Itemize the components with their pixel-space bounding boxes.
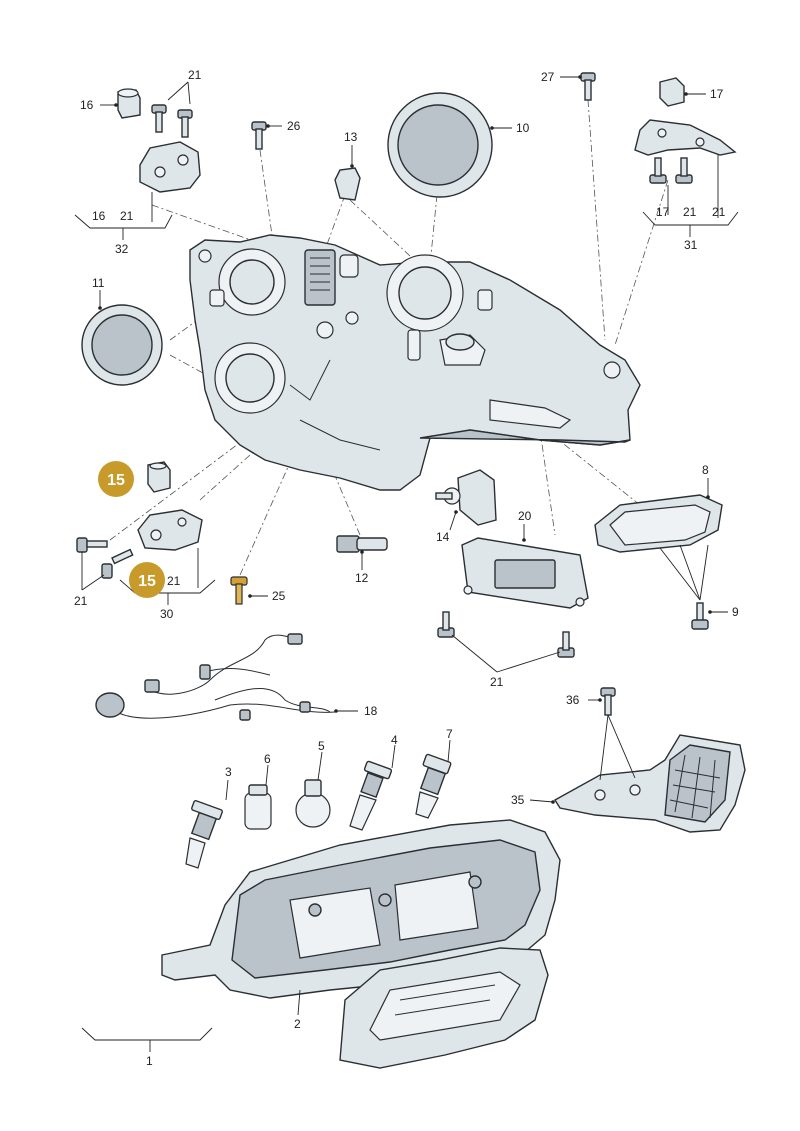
part-17b-screws [649,157,693,184]
part-8-cover [594,494,723,553]
part-32-bracket [139,141,201,193]
headlamp-housing [189,234,641,491]
part-27-screw [580,72,596,101]
part-13-connector [334,167,361,201]
part-35-bracket [554,734,746,833]
part-10-cover-cap [387,92,493,198]
callout-21-bottom: 21 [490,675,504,689]
badge-15-top: 15 [98,461,134,497]
callout-25: 25 [272,589,286,603]
part-15-nut [147,461,171,493]
part-21-screws-top [151,104,193,138]
part-21-screws-bottom [437,611,575,658]
callout-8: 8 [702,463,709,477]
part-9-screw [691,602,709,630]
part-6-bulb [244,784,272,830]
callout-32: 32 [115,242,129,256]
callout-16: 16 [80,98,94,112]
part-36-screw [600,687,616,716]
part-25-screw [230,576,248,605]
part-4-bulb [349,760,393,831]
callout-7: 7 [446,727,453,741]
callout-2: 2 [294,1017,301,1031]
part-7-bulb [415,753,452,819]
callout-26: 26 [287,119,301,133]
part-5-bulb [295,779,331,828]
part-14-motor [435,469,497,526]
badge-15-bottom: 15 [129,562,165,598]
part-16-nut [117,88,141,119]
leader-lines [81,75,728,1016]
callout-21-left: 21 [74,594,88,608]
part-21-screws-left [76,537,134,579]
part-12-sensor [336,535,388,553]
part-18-wiring-harness [95,633,336,721]
callout-6: 6 [264,752,271,766]
part-11-cover-cap [81,304,163,386]
callout-36: 36 [566,693,580,707]
callout-21-group-right: 21 [683,205,697,219]
badge-15-top-label: 15 [107,472,125,489]
callout-21-group: 21 [120,209,134,223]
part-17-nut [659,77,685,107]
callout-20: 20 [518,509,532,523]
callout-27: 27 [541,70,555,84]
callout-3: 3 [225,765,232,779]
callout-13: 13 [344,130,358,144]
callout-labels: 16 21 26 13 10 27 17 16 21 32 17 21 21 3… [74,68,739,1068]
callout-21-right: 21 [712,205,726,219]
callout-14: 14 [436,530,450,544]
callout-12: 12 [355,571,369,585]
group-brackets [74,155,739,1052]
part-30-bracket [137,509,203,551]
callout-18: 18 [364,704,378,718]
callout-4: 4 [391,733,398,747]
callout-16-group: 16 [92,209,106,223]
callout-31: 31 [684,238,698,252]
part-2-headlamp-front [161,819,561,1069]
callout-21-bracket: 21 [167,574,181,588]
callout-5: 5 [318,739,325,753]
part-3-bulb [185,800,223,869]
part-20-control-unit [461,537,589,609]
callout-30: 30 [160,607,174,621]
callout-9: 9 [732,605,739,619]
part-31-bracket [634,119,737,156]
badge-15-bottom-label: 15 [138,573,156,590]
callout-21-top: 21 [188,68,202,82]
callout-11: 11 [92,276,105,290]
callout-35: 35 [511,793,525,807]
part-26-screw [251,121,267,150]
callout-1: 1 [146,1054,153,1068]
callout-17-group: 17 [656,205,670,219]
callout-17: 17 [710,87,724,101]
callout-10: 10 [516,121,530,135]
